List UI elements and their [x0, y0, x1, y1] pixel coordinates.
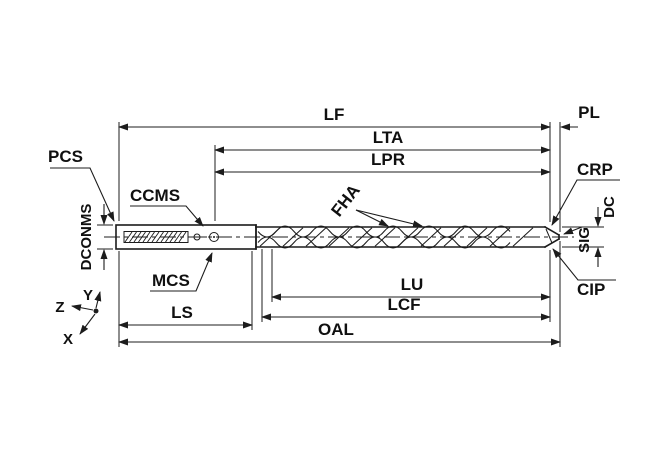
label-ccms: CCMS — [130, 186, 180, 205]
label-axis-y: Y — [83, 287, 93, 304]
label-pcs: PCS — [48, 147, 83, 166]
label-crp: CRP — [577, 160, 613, 179]
label-lta: LTA — [373, 128, 404, 147]
axis-triad: Z Y X — [55, 287, 102, 348]
dimension-dconms: DCONMS — [78, 204, 108, 271]
label-axis-x: X — [63, 331, 73, 348]
label-lf: LF — [324, 105, 345, 124]
label-pl: PL — [578, 103, 600, 122]
label-lpr: LPR — [371, 150, 405, 169]
label-lcf: LCF — [387, 295, 420, 314]
label-mcs: MCS — [152, 271, 190, 290]
flute-pattern — [257, 225, 534, 249]
dimension-lpr: LPR — [214, 150, 551, 176]
clamp-hatch — [124, 231, 187, 243]
label-fha: FHA — [327, 181, 363, 220]
callout-fha: FHA — [327, 181, 423, 228]
dimension-lf: LF — [118, 105, 551, 131]
label-axis-z: Z — [55, 299, 64, 316]
label-ls: LS — [171, 303, 193, 322]
label-dc: DC — [601, 196, 618, 218]
drill-body — [255, 224, 546, 250]
dimension-pl: PL — [560, 103, 600, 131]
axis-y-arrow — [94, 291, 102, 309]
dimension-lta: LTA — [214, 128, 551, 154]
label-sig: SIG — [576, 227, 593, 253]
callout-mcs: MCS — [150, 252, 213, 292]
dimension-lu: LU — [271, 275, 551, 301]
dimension-dc: DC — [594, 196, 618, 267]
callout-crp: CRP — [551, 160, 620, 226]
label-oal: OAL — [318, 320, 354, 339]
drill-shank — [115, 224, 257, 250]
callout-cip: CIP — [552, 248, 616, 299]
label-cip: CIP — [577, 280, 605, 299]
label-lu: LU — [401, 275, 424, 294]
callout-sig: SIG — [563, 226, 593, 253]
label-dconms: DCONMS — [78, 204, 95, 271]
callout-ccms: CCMS — [130, 186, 204, 227]
dimension-oal: OAL — [118, 320, 561, 346]
callout-pcs: PCS — [48, 147, 115, 222]
axis-z-arrow — [71, 304, 94, 312]
axis-origin — [93, 308, 99, 314]
drill-point — [543, 225, 561, 249]
axis-x-arrow — [79, 313, 96, 335]
dimension-lcf: LCF — [261, 295, 551, 321]
dimension-ls: LS — [118, 303, 253, 329]
